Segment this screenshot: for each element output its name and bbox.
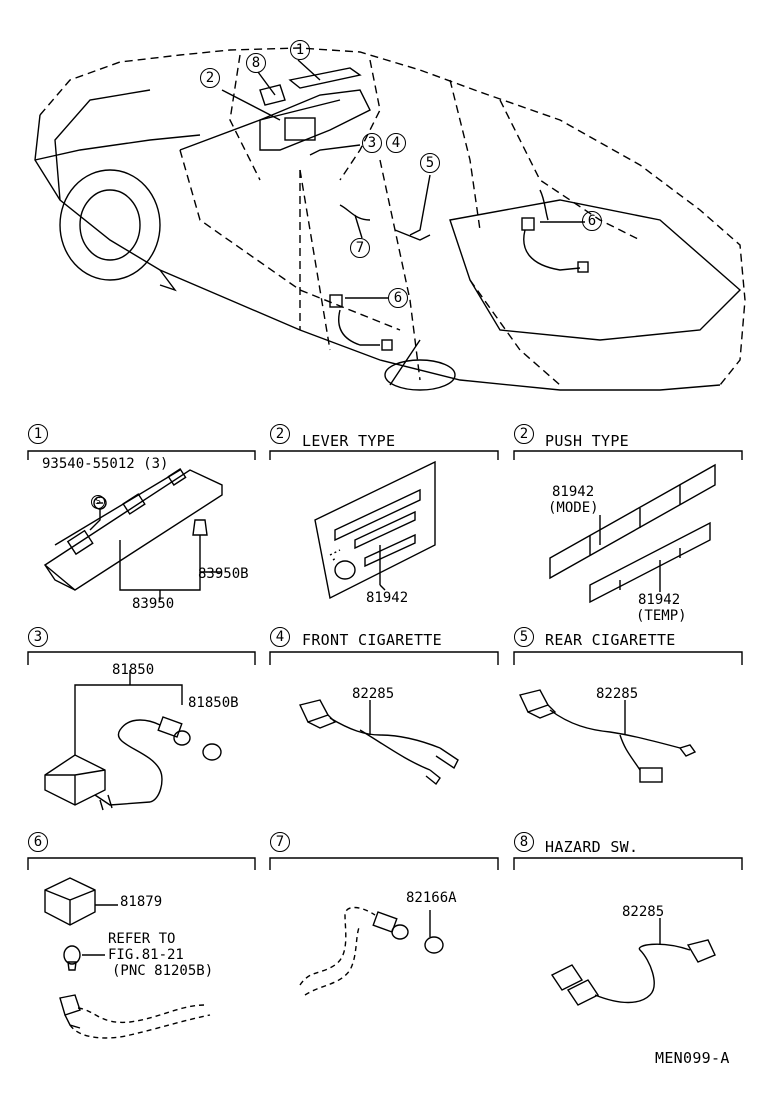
callout-1: 1 xyxy=(290,40,310,60)
panel-brackets xyxy=(27,450,743,870)
car-overview-illustration xyxy=(34,47,746,391)
panel-4-number: 4 xyxy=(270,627,290,647)
part-93540-55012-label: 93540-55012 (3) xyxy=(42,456,169,472)
callout-6-rear: 6 xyxy=(582,211,602,231)
pnc-reference-label: (PNC 81205B) xyxy=(112,963,214,979)
panel-2-push-title: PUSH TYPE xyxy=(545,432,629,450)
part-81850-label: 81850 xyxy=(112,662,155,678)
part-81942-push-illustration xyxy=(549,463,716,604)
part-83950-illustration xyxy=(43,468,223,600)
callout-4: 4 xyxy=(386,133,406,153)
fig-reference-label: FIG.81-21 xyxy=(108,947,184,963)
part-81879-illustration xyxy=(44,877,211,1039)
panel-3-number: 3 xyxy=(28,627,48,647)
part-82285-hazard-illustration xyxy=(550,918,716,1006)
part-81942-mode-suffix: (MODE) xyxy=(548,500,599,516)
part-82285-hazard-label: 82285 xyxy=(622,904,665,920)
panel-1-number: 1 xyxy=(28,424,48,444)
part-81942-mode-label: 81942 xyxy=(552,484,595,500)
part-81942-temp-suffix: (TEMP) xyxy=(636,608,687,624)
callout-7: 7 xyxy=(350,238,370,258)
part-81850-illustration xyxy=(44,670,222,811)
part-81942-lever-illustration xyxy=(314,460,436,600)
callout-8: 8 xyxy=(246,53,266,73)
callout-3: 3 xyxy=(362,133,382,153)
part-81879-label: 81879 xyxy=(120,894,163,910)
callout-6-front: 6 xyxy=(388,288,408,308)
part-81850B-label: 81850B xyxy=(188,695,239,711)
part-82285-rear-label: 82285 xyxy=(596,686,639,702)
panel-6-number: 6 xyxy=(28,832,48,852)
part-82166A-illustration xyxy=(299,906,444,996)
panel-5-title: REAR CIGARETTE xyxy=(545,631,676,649)
callout-2: 2 xyxy=(200,68,220,88)
part-82285-front-illustration xyxy=(299,699,459,786)
panel-8-number: 8 xyxy=(514,832,534,852)
part-82285-rear-illustration xyxy=(519,689,697,783)
panel-4-title: FRONT CIGARETTE xyxy=(302,631,442,649)
part-81942-temp-label: 81942 xyxy=(638,592,681,608)
panel-8-title: HAZARD SW. xyxy=(545,838,639,856)
part-82285-front-label: 82285 xyxy=(352,686,395,702)
panel-2-push-number: 2 xyxy=(514,424,534,444)
callout-5: 5 xyxy=(420,153,440,173)
part-82166A-label: 82166A xyxy=(406,890,457,906)
panel-7-number: 7 xyxy=(270,832,290,852)
part-81942-lever-label: 81942 xyxy=(366,590,409,606)
panel-2-lever-number: 2 xyxy=(270,424,290,444)
diagram-code: MEN099-A xyxy=(655,1049,730,1067)
refer-to-label: REFER TO xyxy=(108,931,176,947)
screw-s-icon: S xyxy=(91,495,105,509)
part-83950B-label: 83950B xyxy=(198,566,249,582)
panel-5-number: 5 xyxy=(514,627,534,647)
part-83950-label: 83950 xyxy=(132,596,175,612)
panel-2-lever-title: LEVER TYPE xyxy=(302,432,396,450)
